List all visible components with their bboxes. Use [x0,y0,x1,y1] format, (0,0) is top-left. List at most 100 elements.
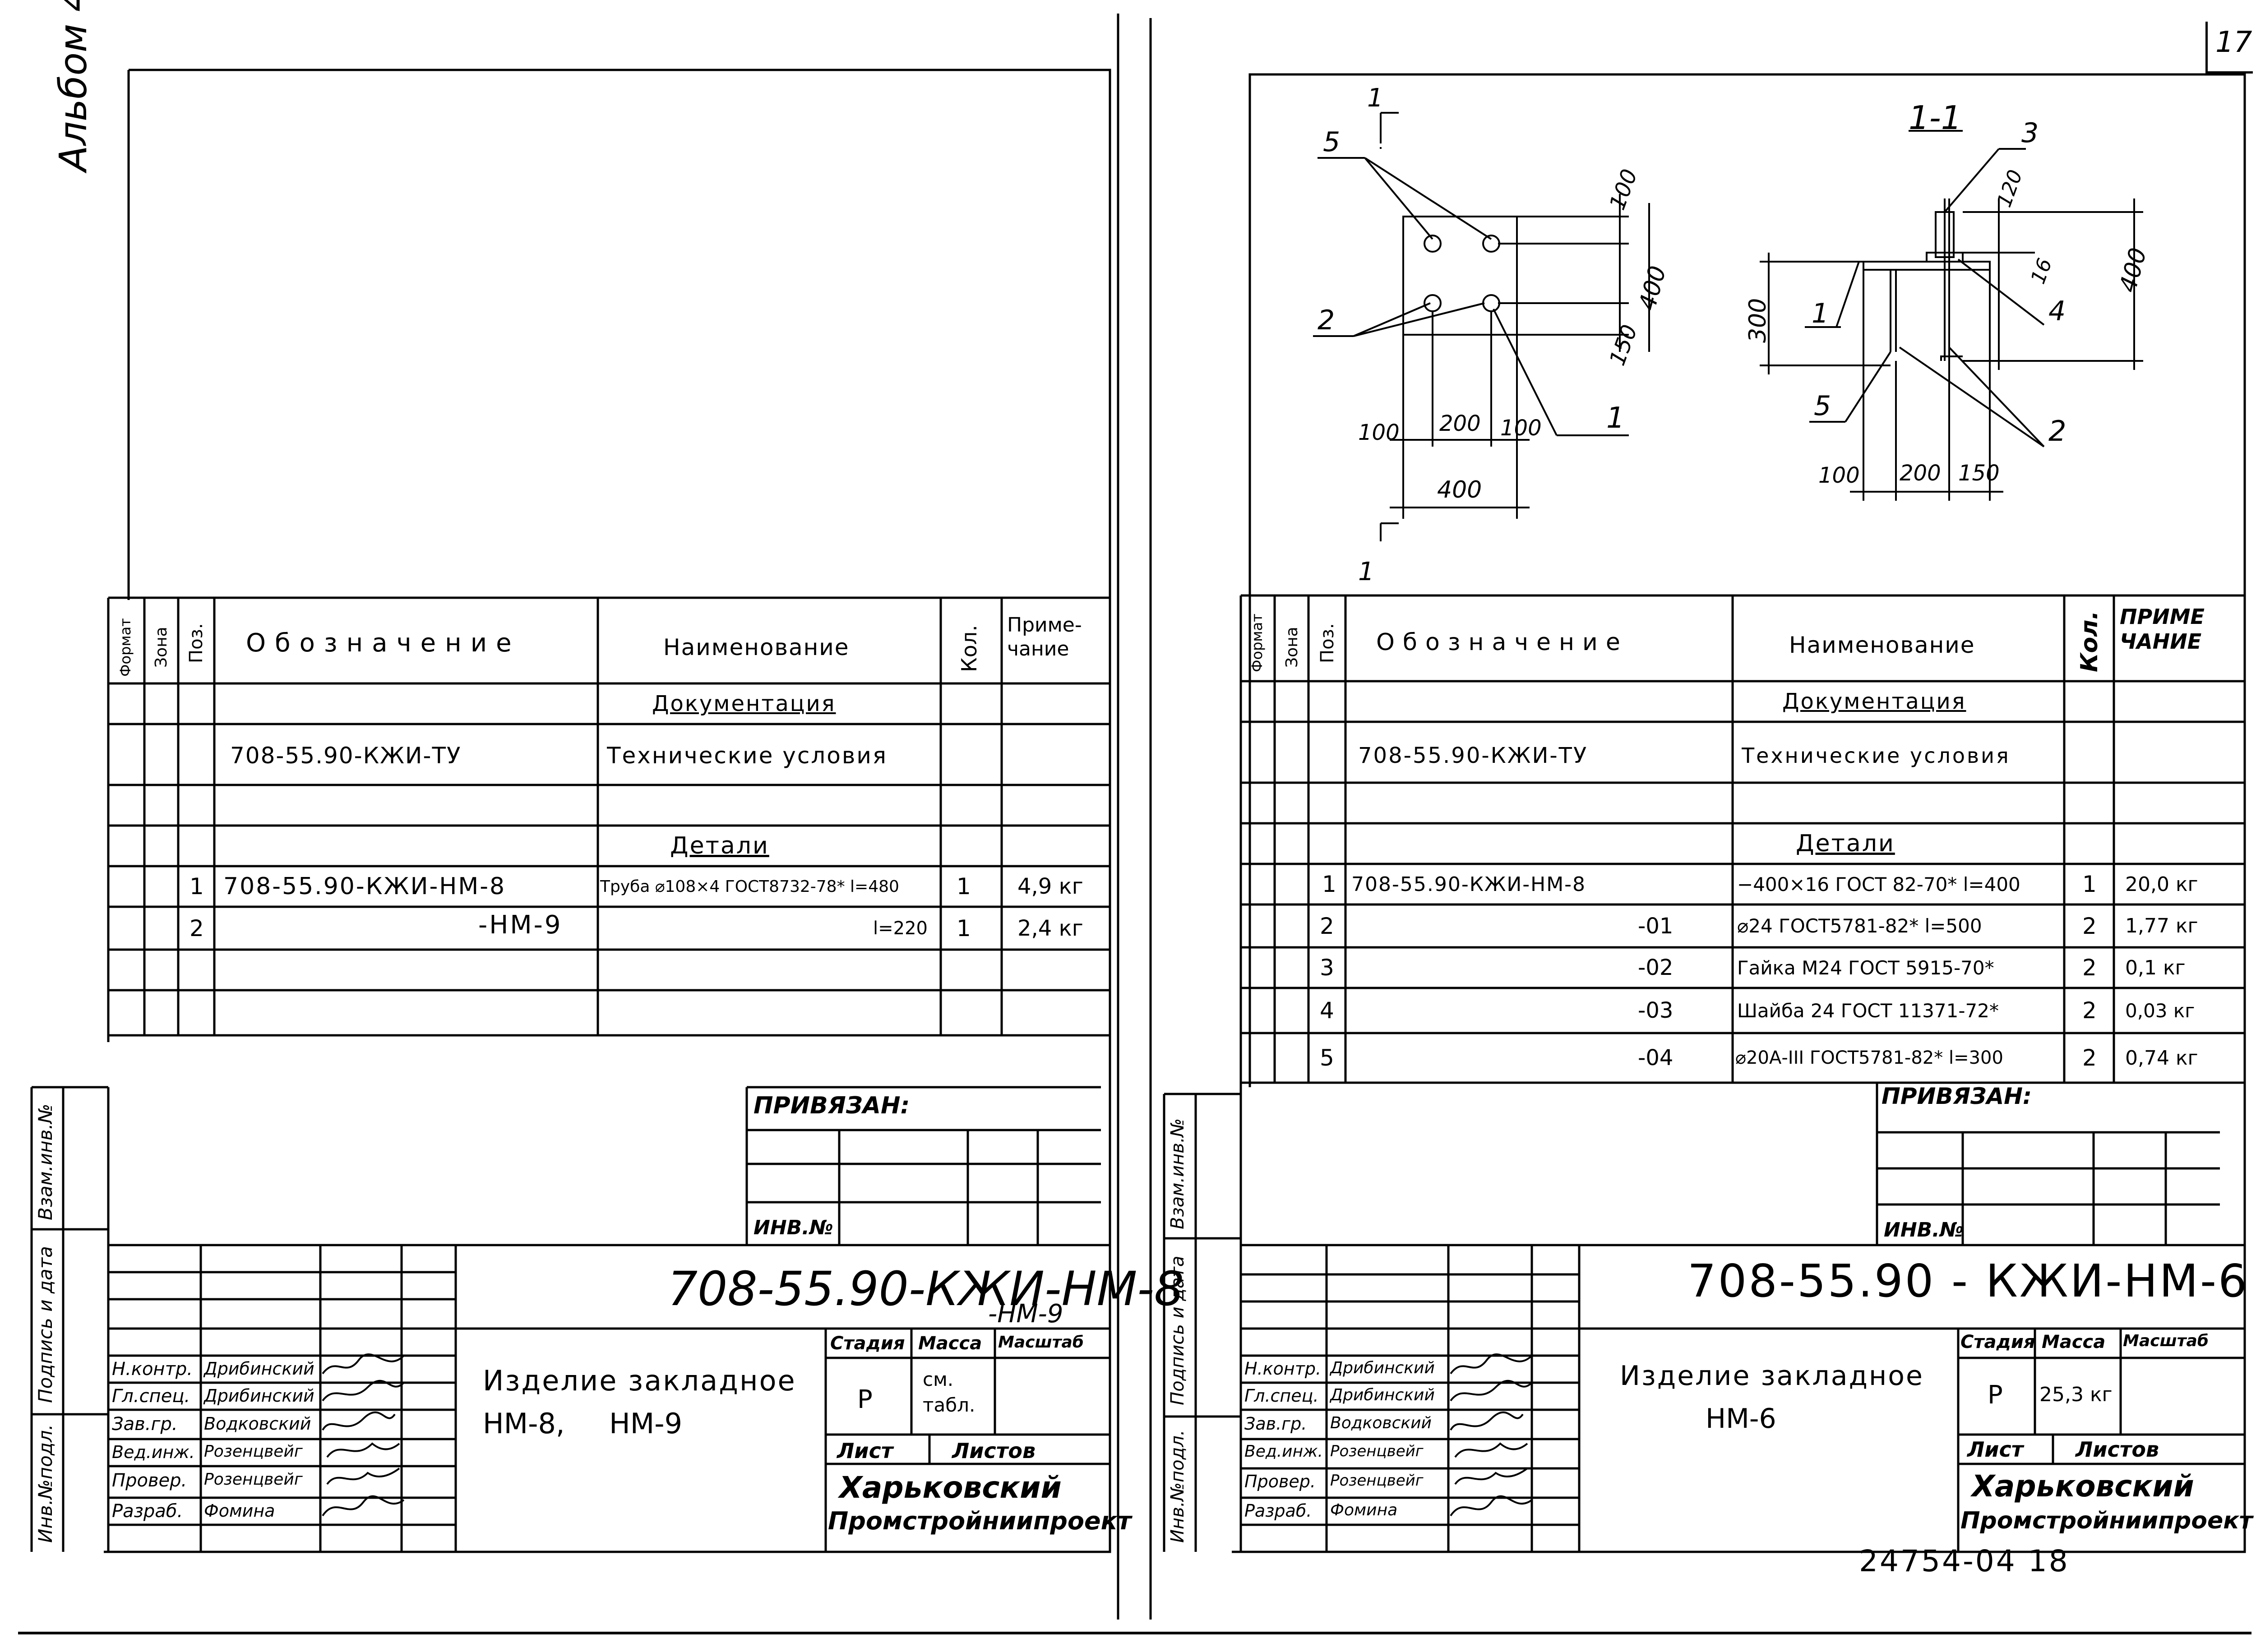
stage-value: Р [1988,1380,2003,1410]
signer-name: Дрибинский [1330,1386,1435,1404]
signer-role: Гл.спец. [1244,1386,1319,1406]
page-number-box [2205,22,2253,74]
margin-label: Инв.№подл. [34,1424,56,1543]
dimension: 200 [1900,461,1941,486]
mass-label: Масса [2042,1332,2106,1352]
row-pos: 3 [1320,955,1334,981]
margin-label: Взам.инв.№ [34,1103,56,1220]
row-note: 1,77 кг [2125,914,2198,937]
stage-label: Стадия [1960,1332,2035,1352]
row-designation: -03 [1638,998,1674,1023]
signer-role: Гл.спец. [112,1386,190,1407]
col-header-pos: Поз. [1317,623,1338,663]
row-section-docs: Документация [652,691,836,716]
dimension: 100 [1358,420,1400,445]
section-title: 1-1 [1909,99,1962,137]
anchor-circle [1482,235,1500,253]
col-header-qty: Кол. [957,625,981,672]
row-note: 0,74 кг [2125,1046,2198,1070]
row-designation: -01 [1638,913,1674,939]
dimension: 100 [1500,415,1542,441]
col-header-name: Наименование [663,634,850,660]
margin-label: Инв.№подл. [1167,1430,1188,1543]
product-title: Изделие закладное [1620,1360,1924,1392]
col-header-note: Приме- чание [1007,614,1082,660]
signer-name: Водковский [1330,1414,1432,1432]
signer-role: Разраб. [112,1501,183,1522]
row-name: Технические условия [607,743,888,769]
dimension: 100 [1818,463,1860,488]
row-name: Технические условия [1742,743,2011,768]
organization-name-2: Промстройниипроект [1960,1507,2253,1534]
inv-no-label: ИНВ.№ [754,1216,833,1239]
row-qty: 2 [2082,1045,2097,1071]
col-header-format: Формат [1248,614,1266,672]
row-name: ⌀24 ГОСТ5781-82* l=500 [1737,915,1982,937]
callout: 5 [1323,126,1341,158]
plate-plan [1402,216,1518,336]
anchor-circle [1424,294,1442,312]
inv-no-label: ИНВ.№ [1884,1218,1964,1241]
stage-value: Р [857,1385,873,1414]
signer-name: Розенцвейг [1330,1442,1424,1460]
organization-name: Харьковский [839,1470,1062,1505]
left-sheet-grid [30,69,1111,1553]
row-name: l=220 [873,918,928,939]
col-header-name: Наименование [1789,632,1975,658]
row-pos: 1 [190,873,204,900]
row-designation: 708-55.90-КЖИ-НМ-8 [223,873,506,900]
callout: 2 [2048,415,2066,448]
privyazan-label: ПРИВЯЗАН: [1882,1083,2032,1109]
section-mark: 1 [1358,557,1374,586]
row-designation: 708-55.90-КЖИ-НМ-8 [1351,872,1586,896]
sheets-label: Листов [2076,1437,2159,1462]
signer-role: Разраб. [1244,1501,1312,1521]
margin-label: Взам.инв.№ [1167,1118,1188,1229]
signer-role: Вед.инж. [1244,1442,1323,1461]
sheet-label: Лист [837,1439,893,1463]
signer-role: Зав.гр. [1244,1414,1307,1434]
product-title: Изделие закладное [483,1364,796,1397]
col-header-designation: Обозначение [1376,629,1628,656]
mass-value: см. табл. [923,1368,975,1416]
margin-label: Подпись и дата [1167,1255,1188,1405]
signer-name: Водковский [204,1414,311,1434]
col-header-pos: Поз. [186,623,207,663]
scale-label: Масштаб [998,1333,1084,1352]
row-note: 0,1 кг [2125,956,2186,979]
signer-name: Фомина [204,1501,275,1521]
mass-label: Масса [918,1333,982,1354]
callout: 2 [1318,305,1335,336]
stage-label: Стадия [830,1333,905,1354]
row-pos: 4 [1320,997,1334,1024]
right-sheet-grid [1163,73,2246,1553]
signer-name: Дрибинский [204,1386,314,1406]
signer-name: Фомина [1330,1501,1398,1519]
product-subtitle: НМ-8, НМ-9 [483,1407,683,1440]
dimension: 400 [1437,476,1482,503]
privyazan-label: ПРИВЯЗАН: [754,1092,910,1119]
signer-role: Зав.гр. [112,1414,178,1435]
row-name: −400×16 ГОСТ 82-70* l=400 [1737,873,2020,895]
callout: 5 [1814,390,1831,422]
row-pos: 1 [1322,871,1336,897]
col-header-designation: Обозначение [246,628,521,658]
row-name: Труба ⌀108×4 ГОСТ8732-78* l=480 [600,877,899,896]
row-note: 20,0 кг [2125,872,2198,896]
col-header-note: ПРИМЕ ЧАНИЕ [2120,605,2205,654]
document-code-2: -НМ-9 [988,1299,1063,1329]
section-mark: 1 [1367,83,1383,113]
sheets-label: Листов [952,1439,1036,1463]
technical-drawing [1313,112,2143,541]
row-designation: -02 [1638,955,1674,980]
row-qty: 2 [2082,955,2097,981]
row-pos: 5 [1320,1045,1334,1071]
document-code: 708-55.90-КЖИ-НМ-8 [668,1261,1184,1316]
row-note: 2,4 кг [1017,915,1083,941]
row-pos: 2 [190,915,204,941]
row-name: ⌀20А-III ГОСТ5781-82* l=300 [1735,1047,2003,1068]
signer-name: Дрибинский [1330,1359,1435,1377]
signer-name: Розенцвейг [204,1442,303,1461]
row-note: 4,9 кг [1017,874,1083,899]
